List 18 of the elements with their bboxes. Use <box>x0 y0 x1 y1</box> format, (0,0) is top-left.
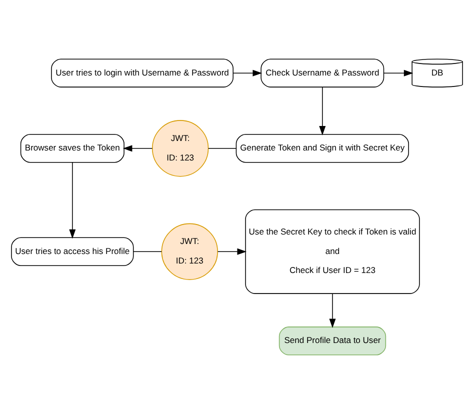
node-box: Generate Token and Sign it with Secret Key <box>236 134 409 163</box>
arrow <box>319 87 326 136</box>
node-box: Send Profile Data to User <box>278 326 386 356</box>
node-box: Use the Secret Key to check if Token is valid and Check if User ID = 123 <box>245 209 420 294</box>
node-box: Browser saves the Token <box>20 134 124 163</box>
node-circle: JWT: ID: 123 <box>152 120 209 177</box>
connector <box>133 251 162 252</box>
arrow <box>233 70 262 76</box>
arrow <box>122 145 153 152</box>
arrow <box>384 70 414 76</box>
connector <box>208 148 237 149</box>
arrow <box>69 162 76 239</box>
node-box: User tries to login with Username & Password <box>51 58 234 88</box>
arrow <box>329 293 336 328</box>
node-circle: JWT: ID: 123 <box>161 223 218 280</box>
arrow <box>217 248 247 255</box>
node-box: User tries to access his Profile <box>11 237 134 266</box>
node-box: Check Username & Password <box>260 58 384 88</box>
